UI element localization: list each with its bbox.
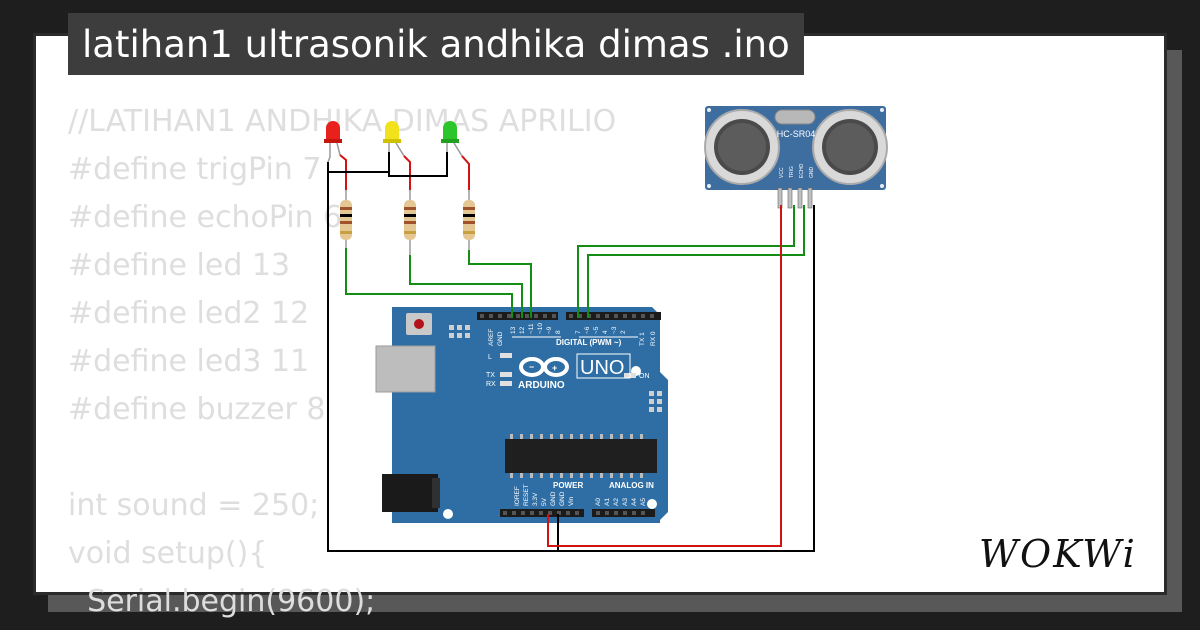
wire-green [577,205,795,318]
power-pin-label: 5V [541,497,548,506]
ultrasonic-sensor[interactable]: HC-SR04 VCC TRIG ECHO GND [704,106,888,209]
svg-text:−: − [529,362,534,372]
led-yellow[interactable] [383,121,405,157]
wire-green [587,205,805,318]
project-title: latihan1 ultrasonik andhika dimas .ino [68,13,804,75]
digital-header-label: DIGITAL (PWM ~) [556,338,622,347]
wire-red [547,205,782,547]
sensor-pin-label: TRIG [789,166,795,178]
digital-pin-label: ~10 [537,323,544,334]
wire-black [558,205,815,552]
wire-red [339,154,347,190]
power-pin-label: 3.3V [532,492,539,506]
digital-pin-label: 12 [519,326,526,334]
code-line: #define led2 12 [68,296,310,331]
power-header-label: POWER [553,481,583,490]
analog-pin-label: A5 [640,498,647,506]
sensor-pin-label: VCC [779,167,785,178]
usb-port [375,345,436,393]
power-pin-label: IOREF [514,486,521,506]
analog-pin-label: A0 [595,498,602,506]
project-title-text: latihan1 ultrasonik andhika dimas .ino [82,22,790,66]
transducer-left [704,109,780,185]
code-line: #define buzzer 8 [68,392,326,427]
resistor[interactable] [463,190,475,250]
resistor[interactable] [404,190,416,255]
wire-green [409,255,523,318]
wire-green [468,250,532,318]
wokwi-logo-text: WOKWi [979,532,1137,576]
digital-pin-label: ~6 [584,326,591,334]
code-line: #define led 13 [68,248,291,283]
analog-pin-label: A3 [622,498,629,506]
code-line: #define led3 11 [68,344,310,379]
board-model: UNO [580,357,624,379]
code-line: //LATIHAN1 ANDHIKA DIMAS APRILIO [68,104,617,139]
power-jack [382,474,438,512]
led-l-label: L [488,354,492,361]
code-line: #define trigPin 7 [68,152,322,187]
reset-button[interactable] [406,313,432,335]
digital-header-right[interactable] [566,312,661,320]
transducer-right [812,109,888,185]
board-brand: ARDUINO [518,380,565,391]
arduino-uno-board[interactable]: AREF GND 13 12 ~11 ~10 ~9 8 7 ~6 ~5 4 ~3… [375,307,668,523]
led-tx-label: TX [486,372,495,379]
digital-pin-label: AREF [488,329,495,346]
led-rx-label: RX [486,381,496,388]
code-line: Serial.begin(9600); [68,584,376,619]
digital-pin-label: ~5 [593,326,600,334]
analog-header-label: ANALOG IN [609,481,654,490]
code-line: int sound = 250; [68,488,320,523]
digital-pin-label: TX 1 [639,332,646,346]
digital-pin-label: 7 [575,330,582,334]
power-pin-label: RESET [523,484,530,506]
crystal-oscillator [774,109,816,125]
sensor-label: HC-SR04 [777,129,816,139]
code-line: void setup(){ [68,536,268,571]
analog-pin-label: A1 [604,498,611,506]
digital-pin-label: ~9 [546,326,553,334]
digital-pin-label: 8 [555,330,562,334]
power-pin-label: GND [559,491,566,506]
digital-pin-label: GND [497,331,504,346]
wire-red [461,155,470,190]
digital-pin-label: 13 [510,326,517,334]
led-red[interactable] [324,121,342,163]
led-on-label: ON [639,373,650,380]
wire-red [403,155,411,190]
icsp-header-right [649,391,662,412]
digital-pin-label: 4 [602,330,609,334]
wires [327,152,815,552]
wokwi-logo: WOKWi [979,532,1137,576]
code-preview: //LATIHAN1 ANDHIKA DIMAS APRILIO #define… [68,98,616,626]
analog-pin-label: A2 [613,498,620,506]
sensor-pin-label: ECHO [799,163,805,178]
wire-black [327,172,559,552]
power-pin-label: GND [550,491,557,506]
power-pin-label: Vin [568,496,575,506]
led-green[interactable] [441,121,463,157]
icsp-header-top [449,325,470,338]
digital-pin-label: 2 [620,330,627,334]
wire-black [388,152,448,177]
svg-text:+: + [552,363,557,373]
microcontroller-chip [505,439,657,473]
wire-green [345,248,513,318]
digital-pin-label: ~3 [611,326,618,334]
arduino-infinity-icon [519,357,569,377]
sensor-pin-label: GND [809,167,815,179]
wire-black [327,152,390,173]
digital-pin-label: RX 0 [650,331,657,346]
digital-pin-label: ~11 [528,323,535,334]
analog-pin-label: A4 [631,498,638,506]
resistor[interactable] [340,190,352,248]
